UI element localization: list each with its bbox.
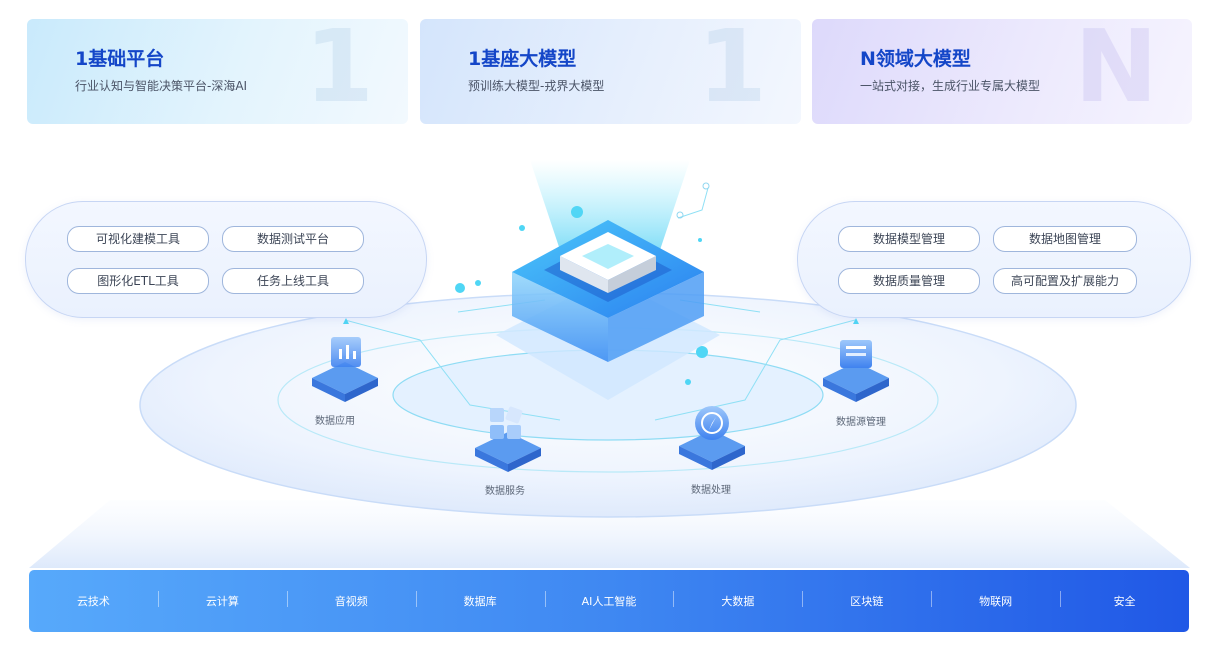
data-source-node-graphic — [823, 340, 889, 402]
tech-item: AI人工智能 — [544, 591, 674, 609]
card-domain-model: N N领域大模型 一站式对接，生成行业专属大模型 — [812, 19, 1192, 124]
tech-item: 安全 — [1060, 591, 1189, 609]
card-title: N领域大模型 — [860, 48, 971, 70]
tech-bar: 云技术 云计算 音视频 数据库 AI人工智能 大数据 区块链 物联网 安全 — [29, 570, 1189, 632]
tool-pill: 数据质量管理 — [838, 268, 980, 294]
card-subtitle: 预训练大模型-戎界大模型 — [468, 79, 605, 93]
data-process-node-graphic — [679, 406, 745, 470]
tool-pill: 高可配置及扩展能力 — [993, 268, 1137, 294]
card-base-model: 1 1基座大模型 预训练大模型-戎界大模型 — [420, 19, 801, 124]
arrow-up-icon — [343, 318, 349, 324]
data-service-node-graphic — [475, 406, 541, 472]
node-label-data-app: 数据应用 — [315, 416, 355, 427]
data-app-node-graphic — [312, 337, 378, 402]
tool-pill: 图形化ETL工具 — [67, 268, 209, 294]
card-title: 1基座大模型 — [468, 48, 577, 70]
card-subtitle: 行业认知与智能决策平台-深海AI — [75, 79, 248, 93]
left-tools-panel: 可视化建模工具 数据测试平台 图形化ETL工具 任务上线工具 — [25, 201, 427, 318]
tech-item: 云计算 — [157, 591, 287, 609]
tool-pill: 数据测试平台 — [222, 226, 364, 252]
core-model-cube — [496, 220, 720, 400]
tool-pill: 任务上线工具 — [222, 268, 364, 294]
base-slab — [29, 500, 1190, 568]
node-label-data-service: 数据服务 — [485, 486, 525, 497]
card-subtitle: 一站式对接，生成行业专属大模型 — [860, 79, 1041, 93]
card-base-platform: 1 1基础平台 行业认知与智能决策平台-深海AI — [27, 19, 408, 124]
light-beam — [530, 160, 690, 265]
node-label-data-process: 数据处理 — [691, 485, 731, 496]
tech-item: 物联网 — [931, 591, 1060, 609]
card-bg-char: 1 — [304, 19, 374, 124]
node-label-data-source: 数据源管理 — [836, 417, 886, 428]
tech-item: 音视频 — [286, 591, 416, 609]
card-bg-char: 1 — [697, 19, 767, 124]
tool-pill: 数据地图管理 — [993, 226, 1137, 252]
card-title: 1基础平台 — [75, 48, 165, 70]
tool-pill: 可视化建模工具 — [67, 226, 209, 252]
tech-item: 云技术 — [76, 595, 110, 608]
right-tools-panel: 数据模型管理 数据地图管理 数据质量管理 高可配置及扩展能力 — [797, 201, 1191, 318]
tool-pill: 数据模型管理 — [838, 226, 980, 252]
tech-item: 数据库 — [415, 591, 545, 609]
tech-item: 区块链 — [802, 591, 931, 609]
card-bg-char: N — [1074, 19, 1158, 124]
tech-item: 大数据 — [673, 591, 802, 609]
arrow-up-icon — [853, 318, 859, 324]
